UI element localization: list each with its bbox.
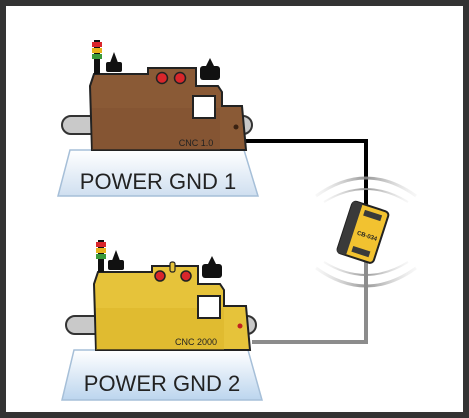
machine-model-1: CNC 1.0 <box>179 138 214 148</box>
machine-window-1 <box>192 95 216 119</box>
red-button-1b <box>173 71 187 85</box>
ground-label-2: POWER GND 2 <box>84 371 240 396</box>
isolation-ring-top-outer <box>315 176 417 198</box>
isolation-ring-bottom-outer <box>315 266 417 288</box>
ground-label-1: POWER GND 1 <box>80 169 236 194</box>
machine-model-2: CNC 2000 <box>175 337 217 347</box>
machine-body-2 <box>92 265 252 351</box>
red-button-1a <box>155 71 169 85</box>
red-button-2a <box>154 270 166 282</box>
stack-light-2 <box>96 240 106 272</box>
stack-light-1 <box>92 40 102 74</box>
indicator-dot-1 <box>233 124 239 130</box>
isolation-ring-top-inner <box>323 188 409 203</box>
indicator-dot-2 <box>237 323 243 329</box>
toggle-switch-2 <box>169 261 176 273</box>
machine-body-1 <box>88 67 248 151</box>
machine-window-2 <box>197 295 221 319</box>
machine-1: POWER GND 1 CNC 1.0 <box>57 40 260 197</box>
red-button-2b <box>180 270 192 282</box>
machine-2: POWER GND 2 CNC 2000 <box>61 240 263 401</box>
isolation-ring-bottom-inner <box>323 261 409 276</box>
wire-bottom <box>252 250 368 344</box>
isolator-device: CB-034 <box>336 200 390 264</box>
